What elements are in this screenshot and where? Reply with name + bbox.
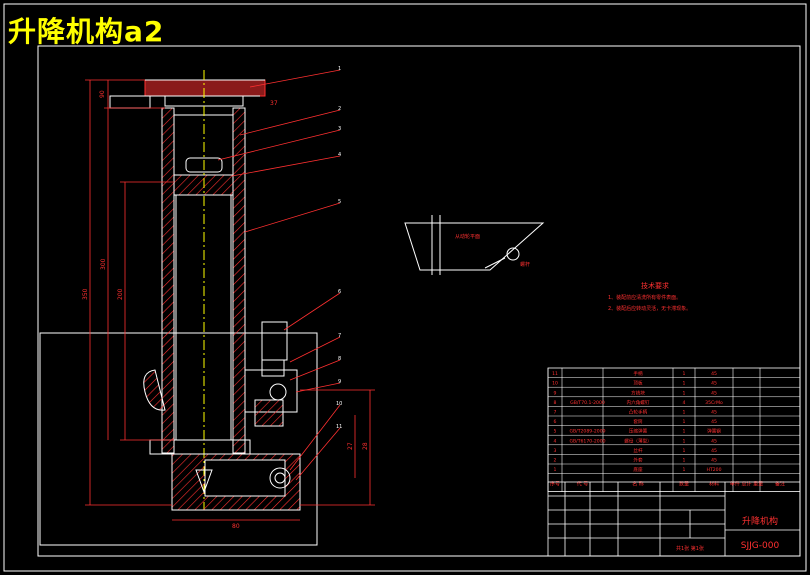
bom-cell: 手柄 <box>633 370 643 377</box>
part-no-8: 8 <box>338 356 341 362</box>
part-no-2: 2 <box>338 106 341 112</box>
bom-cell: 1 <box>554 467 557 473</box>
bom-cell: 35CrMo <box>705 400 723 406</box>
bom-cell: 8 <box>554 400 557 406</box>
bom-cell: GB/T2089-2009 <box>569 429 605 435</box>
bom-cell: 1 <box>683 448 686 454</box>
bom-cell: 底座 <box>633 466 643 473</box>
bom-cell: 4 <box>554 438 557 444</box>
dim-text-6: 28 <box>362 442 369 450</box>
inner-frame <box>37 45 801 557</box>
bom-cell: 方铣块 <box>631 389 645 396</box>
bom-cell: 压缩弹簧 <box>629 428 648 435</box>
part-no-10: 10 <box>336 401 342 407</box>
part-no-7: 7 <box>338 333 341 339</box>
bom-cell: 45 <box>711 371 717 377</box>
bom-cell: 外套 <box>633 457 643 464</box>
bom-cell: 45 <box>711 410 717 416</box>
bom-cell: 45 <box>711 458 717 464</box>
part-no-5: 5 <box>338 199 341 205</box>
bom-cell: 45 <box>711 419 717 425</box>
detail-view: 从动轮平面 螺杆 <box>404 215 545 275</box>
overlay-title: 升降机构a2 <box>8 15 165 48</box>
bom-cell: 内六角螺钉 <box>627 399 650 406</box>
leader-lines <box>217 69 341 481</box>
bom-cell: 1 <box>683 410 686 416</box>
bom-header-cell: 单件 总计 重量 <box>730 481 763 488</box>
dimension-lines <box>85 79 375 521</box>
bom-cell: 7 <box>554 410 557 416</box>
top-cap <box>109 79 266 109</box>
side-knob <box>143 369 166 411</box>
base-block <box>149 439 301 511</box>
dim-text-7: 27 <box>347 442 354 450</box>
dim-text-3: 300 <box>100 258 107 270</box>
dim-text-1: 90 <box>99 90 106 98</box>
part-no-1: 1 <box>338 66 341 72</box>
bom-cell: 45 <box>711 438 717 444</box>
bom-cell: 1 <box>683 467 686 473</box>
bom-cell: 5 <box>554 429 557 435</box>
tech-item-1: 1、装配前应清洗所有零件表面。 <box>608 294 681 301</box>
bom-cell: 1 <box>683 458 686 464</box>
bom-header-cell: 名 称 <box>632 481 644 488</box>
sheet-info: 共1张 第1张 <box>676 545 704 552</box>
tech-item-2: 2、装配后应转动灵活，无卡滞现象。 <box>608 305 691 312</box>
dim-text-2: 350 <box>82 288 89 300</box>
tech-requirements: 技术要求 1、装配前应清洗所有零件表面。 2、装配后应转动灵活，无卡滞现象。 <box>608 281 691 312</box>
bom-cell: 顶板 <box>633 380 643 387</box>
bom-cell: GB/T6170-2000 <box>569 438 605 444</box>
outer-frame <box>3 3 807 572</box>
title-block <box>547 481 801 557</box>
dim-text-4: 200 <box>117 288 124 300</box>
bom-header-cell: 备注 <box>775 481 785 488</box>
bom-cell: 45 <box>711 390 717 396</box>
bom-cell: 45 <box>711 381 717 387</box>
bom-header-cell: 序号 <box>550 481 560 488</box>
part-no-11: 11 <box>336 424 342 430</box>
base-outline <box>39 332 318 546</box>
bom-header-cell: 材料 <box>709 481 719 488</box>
bom-header-cell: 代 号 <box>577 481 589 488</box>
dim-text-5: 80 <box>232 523 240 530</box>
dim-text-8: 37 <box>270 100 278 107</box>
detail-label-2: 螺杆 <box>520 261 530 268</box>
detail-label-1: 从动轮平面 <box>455 233 480 240</box>
bom-cell: 丝杆 <box>633 447 643 454</box>
bom-cell: 1 <box>683 429 686 435</box>
bom-cell: 1 <box>683 419 686 425</box>
bom-cell: 10 <box>552 381 558 387</box>
bom-cell: 1 <box>683 381 686 387</box>
bom-cell: 6 <box>554 419 557 425</box>
bom-cell: GB/T70.1-2000 <box>570 400 605 406</box>
drawing-code: SJJG-000 <box>741 541 780 551</box>
cam-handle <box>244 321 298 427</box>
bom-cell: 螺母（薄型） <box>624 437 652 444</box>
part-no-6: 6 <box>338 289 341 295</box>
bom-cell: HT200 <box>706 467 721 473</box>
part-no-4: 4 <box>338 152 341 158</box>
bom-cell: 45 <box>711 448 717 454</box>
tech-heading: 技术要求 <box>641 281 669 290</box>
part-no-9: 9 <box>338 379 341 385</box>
bom-header-cell: 数量 <box>679 481 689 488</box>
bom-cell: 1 <box>683 390 686 396</box>
part-no-3: 3 <box>338 126 341 132</box>
bom-cell: 套筒 <box>633 418 643 425</box>
bom-cell: 4 <box>683 400 686 406</box>
drawing-name: 升降机构 <box>742 515 778 527</box>
part-number-labels: 1 2 3 4 5 6 7 8 9 10 11 <box>336 66 342 430</box>
bom-cell: 1 <box>683 438 686 444</box>
bom-cell: 凸轮手柄 <box>629 409 648 416</box>
bom-cell: 2 <box>554 458 557 464</box>
bom-cell: 9 <box>554 390 557 396</box>
bom-cell: 11 <box>552 371 558 377</box>
bom-cell: 弹簧钢 <box>707 428 721 435</box>
bom-cell: 3 <box>554 448 557 454</box>
bom-cell: 1 <box>683 371 686 377</box>
